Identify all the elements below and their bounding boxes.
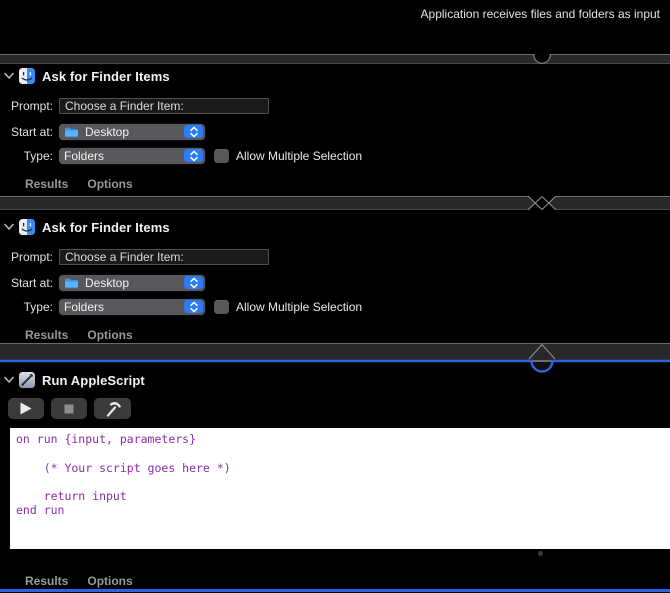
type-row: Type: Folders Allow Multiple Selection xyxy=(0,298,362,315)
prompt-input[interactable] xyxy=(59,248,269,265)
connector-action2-action3 xyxy=(0,343,670,373)
action-header: Run AppleScript xyxy=(4,371,145,389)
action-title: Ask for Finder Items xyxy=(42,68,170,84)
action-title: Ask for Finder Items xyxy=(42,219,170,235)
selection-border-bottom xyxy=(0,589,670,592)
action-ask-for-finder-items-2: Ask for Finder Items Prompt: Start at: D… xyxy=(0,215,670,347)
action-footer: Results Options xyxy=(25,328,133,342)
applescript-code: on run {input, parameters} (* Your scrip… xyxy=(16,432,231,518)
disclosure-chevron-icon[interactable] xyxy=(4,376,14,384)
applescript-editor[interactable]: on run {input, parameters} (* Your scrip… xyxy=(10,428,670,549)
folder-icon xyxy=(65,127,78,137)
type-popup[interactable]: Folders xyxy=(59,298,205,315)
allow-multiple-checkbox[interactable] xyxy=(214,148,229,163)
start-at-popup[interactable]: Desktop xyxy=(59,274,205,291)
type-value: Folders xyxy=(64,148,105,163)
action-header: Ask for Finder Items xyxy=(4,67,170,85)
results-button[interactable]: Results xyxy=(25,328,69,342)
prompt-input[interactable] xyxy=(59,97,269,114)
type-popup[interactable]: Folders xyxy=(59,147,205,164)
workflow-input-description: Application receives files and folders a… xyxy=(420,7,660,21)
results-button[interactable]: Results xyxy=(25,177,69,191)
finder-icon xyxy=(19,219,35,235)
start-at-row: Start at: Desktop xyxy=(0,274,205,291)
script-toolbar xyxy=(8,398,138,419)
prompt-label: Prompt: xyxy=(10,98,53,113)
options-button[interactable]: Options xyxy=(87,328,133,342)
allow-multiple-label: Allow Multiple Selection xyxy=(236,148,363,163)
finder-icon xyxy=(19,68,35,84)
action-footer: Results Options xyxy=(25,574,133,588)
disclosure-chevron-icon[interactable] xyxy=(4,72,14,80)
compile-script-button[interactable] xyxy=(94,398,131,419)
type-row: Type: Folders Allow Multiple Selection xyxy=(0,147,362,164)
play-icon xyxy=(20,402,32,415)
start-at-popup[interactable]: Desktop xyxy=(59,123,205,140)
stop-script-button[interactable] xyxy=(51,398,87,419)
start-at-label: Start at: xyxy=(10,275,53,290)
hammer-icon xyxy=(106,401,121,417)
popup-stepper-icon xyxy=(184,125,203,138)
type-label: Type: xyxy=(23,148,53,163)
results-button[interactable]: Results xyxy=(25,574,69,588)
type-value: Folders xyxy=(64,299,105,314)
options-button[interactable]: Options xyxy=(87,177,133,191)
start-at-row: Start at: Desktop xyxy=(0,123,205,140)
popup-stepper-icon xyxy=(184,300,203,313)
prompt-row: Prompt: xyxy=(0,248,269,265)
start-at-value: Desktop xyxy=(85,124,130,139)
disclosure-chevron-icon[interactable] xyxy=(4,223,14,231)
folder-icon xyxy=(65,278,78,288)
allow-multiple-checkbox[interactable] xyxy=(214,299,229,314)
prompt-row: Prompt: xyxy=(0,97,269,114)
applescript-icon xyxy=(19,372,35,388)
popup-stepper-icon xyxy=(184,149,203,162)
type-label: Type: xyxy=(23,299,53,314)
options-button[interactable]: Options xyxy=(87,574,133,588)
editor-resize-handle[interactable] xyxy=(538,551,543,556)
stop-icon xyxy=(64,404,74,413)
start-at-value: Desktop xyxy=(85,275,130,290)
allow-multiple-label: Allow Multiple Selection xyxy=(236,299,363,314)
action-ask-for-finder-items-1: Ask for Finder Items Prompt: Start at: D… xyxy=(0,64,670,196)
prompt-label: Prompt: xyxy=(10,249,53,264)
connector-input-socket xyxy=(0,54,670,64)
run-script-button[interactable] xyxy=(8,398,44,419)
action-footer: Results Options xyxy=(25,177,133,191)
start-at-label: Start at: xyxy=(10,124,53,139)
connector-action1-action2 xyxy=(0,196,670,210)
action-title: Run AppleScript xyxy=(42,372,145,388)
action-run-applescript: Run AppleScript on run {input, p xyxy=(0,364,670,593)
popup-stepper-icon xyxy=(184,276,203,289)
action-header: Ask for Finder Items xyxy=(4,218,170,236)
